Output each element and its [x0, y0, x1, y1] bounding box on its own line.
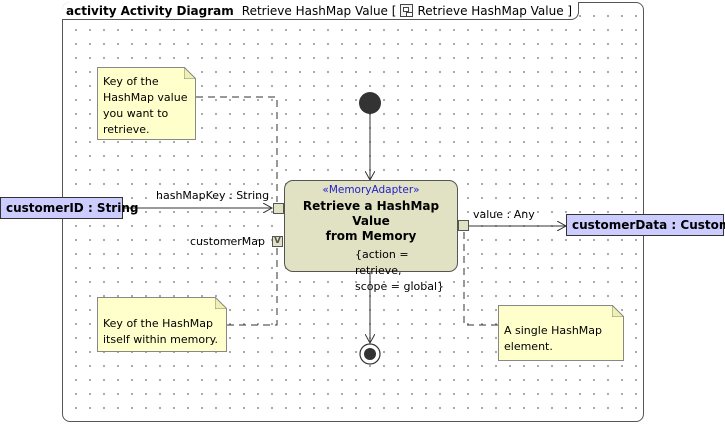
note-hashmap-key[interactable]: Key of the HashMap value you want to ret…: [97, 67, 196, 140]
note-line: A single HashMap: [504, 324, 603, 337]
note-line: Key of the HashMap: [103, 317, 214, 330]
note-fold-corner: [184, 67, 196, 79]
action-name-line: from Memory: [325, 229, 417, 243]
note-fold-corner: [215, 297, 227, 309]
note-line: itself within memory.: [103, 333, 219, 346]
frame-title: Retrieve HashMap Value [: [241, 3, 397, 18]
note-hashmap-memory[interactable]: Key of the HashMap itself within memory.: [97, 297, 227, 352]
initial-node[interactable]: [359, 92, 381, 114]
note-hashmap-element[interactable]: A single HashMap element.: [498, 305, 624, 361]
pin-value[interactable]: [458, 220, 469, 231]
note-line: retrieve.: [103, 123, 150, 136]
pin-stream-marker: V: [274, 236, 281, 246]
pin-hash-map-key[interactable]: [273, 203, 284, 214]
parameter-customer-data[interactable]: customerData : Customer: [566, 214, 725, 236]
action-retrieve-hashmap-value[interactable]: «MemoryAdapter» Retrieve a HashMap Value…: [284, 180, 458, 293]
note-line: Key of the: [103, 75, 159, 88]
action-name-line: Retrieve a HashMap Value: [302, 199, 440, 228]
pin-customer-map[interactable]: V: [272, 236, 283, 247]
note-fold-corner: [612, 305, 624, 317]
frame-ref-name: Retrieve HashMap Value ]: [417, 3, 573, 18]
parameter-customer-id[interactable]: customerID : String: [0, 197, 138, 219]
pin-label-customer-map: customerMap: [190, 235, 266, 248]
activity-diagram-icon: [400, 4, 414, 17]
action-stereotype: «MemoryAdapter»: [322, 184, 420, 196]
action-properties: {action = retrieve, scope = global}: [355, 247, 457, 295]
action-property-line: scope = global}: [355, 280, 445, 293]
note-line: element.: [504, 340, 553, 353]
note-line: you want to: [103, 107, 169, 120]
anchor-element-note: [463, 232, 498, 326]
frame-diagram-name: Activity Diagram: [120, 3, 234, 18]
action-property-line: {action = retrieve,: [355, 248, 409, 277]
final-node-inner: [364, 348, 376, 360]
pin-label-value: value : Any: [473, 208, 535, 221]
pin-label-hash-map-key: hashMapKey : String: [156, 189, 270, 202]
note-line: HashMap value: [103, 91, 188, 104]
frame-keyword: activity: [66, 3, 117, 18]
anchor-key-note: [196, 96, 278, 202]
anchor-map-note: [227, 247, 278, 326]
frame-header: activity Activity Diagram Retrieve HashM…: [62, 2, 580, 20]
